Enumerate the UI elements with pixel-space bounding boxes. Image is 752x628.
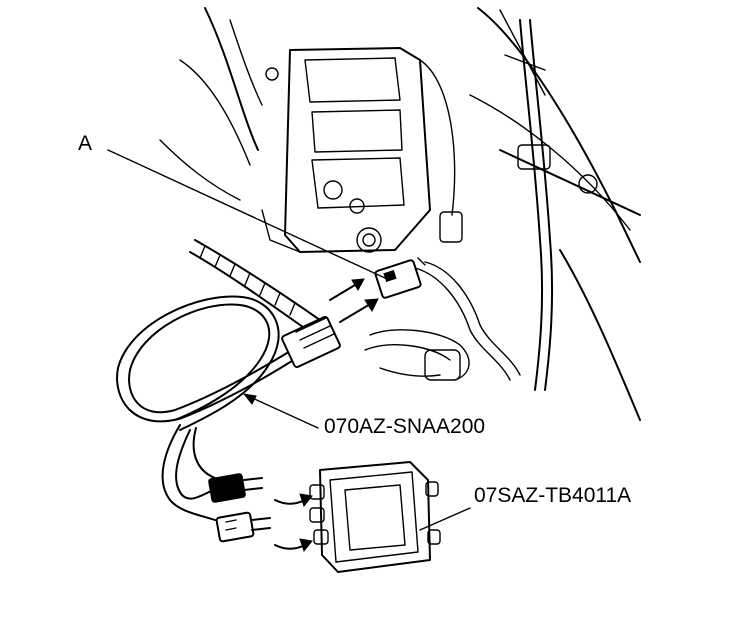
harness-connector — [281, 316, 341, 368]
connection-arrows — [274, 278, 379, 553]
plug-connectors — [208, 473, 271, 543]
unit-part-number-label: 07SAZ-TB4011A — [474, 484, 631, 507]
vehicle-cable-right — [504, 19, 554, 391]
seat-bracket — [261, 47, 463, 253]
control-unit — [309, 461, 441, 573]
corrugated-tube — [189, 239, 321, 333]
callout-a-label: A — [78, 132, 92, 155]
vehicle-body-panel — [469, 7, 641, 421]
vehicle-lower-parts — [364, 329, 470, 381]
leader-lines — [107, 149, 471, 531]
harness-part-number-label: 070AZ-SNAA200 — [324, 415, 485, 438]
vehicle-panel-left — [159, 7, 263, 201]
vehicle-connector — [374, 257, 521, 381]
wire-harness — [116, 295, 307, 521]
